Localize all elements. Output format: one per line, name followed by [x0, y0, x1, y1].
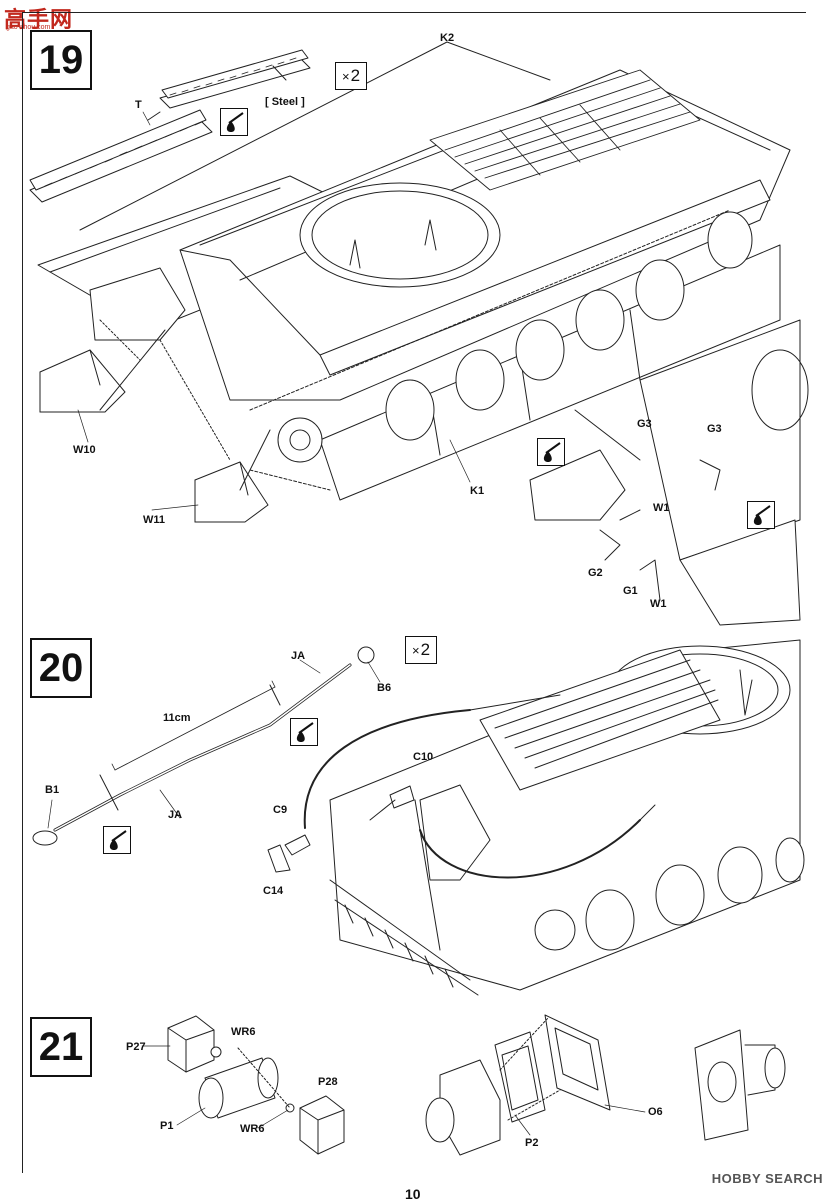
page-number: 10 [405, 1186, 421, 1202]
label-wr6-a: WR6 [231, 1026, 256, 1038]
site-logo: 高手网 gao-shou.com [4, 2, 73, 34]
hull-step19 [179, 69, 791, 501]
label-p27: P27 [126, 1041, 146, 1053]
label-c10: C10 [413, 751, 434, 763]
multiplier-value: 2 [420, 640, 431, 659]
label-o6: O6 [648, 1106, 663, 1118]
label-w1-a: W1 [653, 502, 670, 514]
label-p1: P1 [160, 1120, 174, 1132]
glue-icon [220, 108, 248, 136]
label-c14: C14 [263, 885, 284, 897]
site-logo-subtext: gao-shou.com [6, 24, 51, 31]
hull-step20 [267, 639, 805, 996]
step-number-21: 21 [30, 1017, 92, 1077]
page-frame [22, 12, 806, 1173]
label-steel: [ Steel ] [265, 96, 305, 108]
label-g1: G1 [623, 585, 638, 597]
label-w1-b: W1 [650, 598, 667, 610]
glue-icon [290, 718, 318, 746]
label-ja-top: JA [291, 650, 306, 662]
label-11cm: 11cm [163, 712, 191, 724]
label-t: T [135, 99, 142, 111]
site-logo-text: 高手网 [4, 7, 74, 32]
multiply-icon: × [411, 642, 420, 658]
label-c9: C9 [273, 804, 288, 816]
label-ja-bottom: JA [168, 809, 183, 821]
glue-icon [537, 438, 565, 466]
label-wr6-b: WR6 [240, 1123, 265, 1135]
step-number-20: 20 [30, 638, 92, 698]
label-g2: G2 [588, 567, 603, 579]
step-number-19: 19 [30, 30, 92, 90]
multiplier-value: 2 [350, 66, 361, 85]
inset-detail-g-parts [529, 319, 809, 626]
label-p28: P28 [318, 1076, 338, 1088]
label-b6: B6 [377, 682, 392, 694]
label-g3-a: G3 [637, 418, 652, 430]
label-k2: K2 [440, 32, 455, 44]
glue-icon [747, 501, 775, 529]
mudguard-w10-part [39, 349, 126, 413]
step21-parts [167, 1014, 786, 1156]
label-p2: P2 [525, 1137, 539, 1149]
glue-icon [103, 826, 131, 854]
multiply-icon: × [341, 68, 350, 84]
multiplier-20: ×2 [405, 636, 437, 664]
label-w11: W11 [143, 514, 166, 526]
tow-cable-ja [32, 646, 375, 846]
label-g3-b: G3 [707, 423, 722, 435]
mudguard-w11-part [194, 461, 269, 523]
label-w10: W10 [73, 444, 96, 456]
label-k1: K1 [470, 485, 485, 497]
multiplier-19: ×2 [335, 62, 367, 90]
track-link-strip-lower [29, 109, 213, 203]
track-link-strip-upper [159, 49, 311, 109]
hobby-search-watermark: HOBBY SEARCH [711, 1171, 823, 1186]
label-b1: B1 [45, 784, 60, 796]
